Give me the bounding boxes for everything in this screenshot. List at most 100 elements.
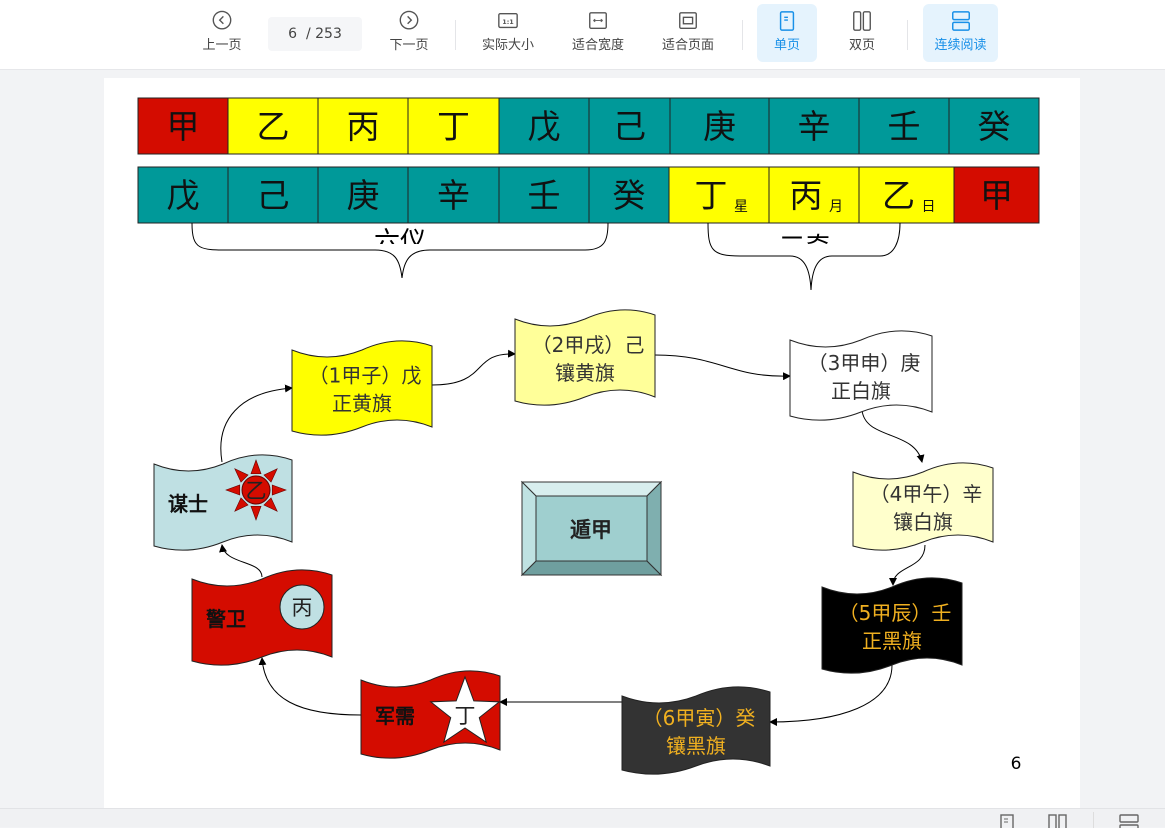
role-symbol: 乙: [246, 479, 267, 503]
cell-bg: [588, 166, 670, 224]
chevron-right-icon: [399, 10, 419, 30]
stem-char: 甲: [980, 176, 1013, 215]
cell-bg: [407, 97, 500, 155]
cell-bg: [858, 97, 950, 155]
single-page-icon: [779, 11, 795, 31]
fit-width-icon: [589, 12, 607, 30]
continuous-read-icon: [951, 11, 970, 31]
actual-size-icon: 1:1: [498, 12, 518, 29]
flow-arrow: [258, 657, 362, 716]
stem-char: 己: [257, 176, 290, 215]
cell-bg: [498, 166, 590, 224]
double-page-icon[interactable]: [1048, 814, 1068, 828]
role-flag: 警卫 丙: [191, 569, 333, 666]
cell-bg: [498, 97, 590, 155]
stem-cell: 辛: [768, 97, 860, 155]
page-input[interactable]: 6 / 253: [268, 17, 362, 51]
flag-shape: [852, 462, 994, 551]
fit-width-label: 适合宽度: [571, 38, 624, 53]
divider: [1093, 812, 1094, 828]
divider: [742, 20, 743, 50]
role-label: 警卫: [206, 607, 246, 631]
role-flag: 谋士乙: [153, 454, 293, 551]
cell-bg: [588, 97, 671, 155]
double-page-button[interactable]: 双页: [832, 4, 892, 62]
stem-char: 乙: [882, 176, 915, 215]
flow-arrow: [431, 349, 516, 386]
chevron-left-icon: [212, 10, 232, 30]
stem-char: 丙: [347, 107, 380, 146]
stem-char: 丁: [437, 107, 470, 146]
next-label: 下一页: [389, 38, 429, 53]
circle-icon: [279, 584, 325, 630]
stem-char: 戊: [528, 107, 561, 146]
role-label: 军需: [375, 704, 415, 728]
single-page-icon[interactable]: [999, 814, 1015, 828]
continuous-read-button[interactable]: 连续阅读: [923, 4, 998, 62]
prev-page-button[interactable]: 上一页: [194, 4, 250, 62]
stem-cell: 乙: [227, 97, 319, 155]
sun-icon: [225, 459, 287, 521]
single-page-button[interactable]: 单页: [757, 4, 817, 62]
stem-char: 丁: [695, 176, 728, 215]
stem-char: 辛: [437, 176, 470, 215]
stem-char: 戊: [167, 176, 200, 215]
center-label: 遁甲: [570, 518, 612, 542]
next-page-button[interactable]: 下一页: [381, 4, 437, 62]
stem-char: 壬: [888, 107, 921, 146]
cell-bg: [137, 166, 229, 224]
stem-char: 癸: [613, 176, 646, 215]
cell-bg: [669, 97, 770, 155]
svg-text:1:1: 1:1: [502, 18, 514, 26]
prev-label: 上一页: [202, 38, 242, 53]
stem-cell: 庚: [317, 166, 409, 224]
cell-bg: [948, 97, 1040, 155]
flag-subtitle: 镶白旗: [893, 510, 953, 534]
stem-cell: 癸: [588, 166, 670, 224]
flow-arrow: [769, 664, 893, 726]
role-symbol: 丙: [292, 596, 313, 620]
fit-page-button[interactable]: 适合页面: [652, 4, 724, 62]
stem-char: 辛: [798, 107, 831, 146]
cell-bg: [227, 166, 319, 224]
stem-cell: 丙: [317, 97, 409, 155]
stem-char: 庚: [703, 107, 736, 146]
flag-title: （5甲辰）壬: [839, 601, 952, 625]
flow-arrow: [220, 384, 293, 463]
stem-char: 甲: [167, 107, 200, 146]
stem-cell: 己: [227, 166, 319, 224]
flag-title: （6甲寅）癸: [643, 706, 756, 730]
cell-bg: [768, 166, 860, 224]
page-total: / 253: [305, 26, 342, 42]
cell-bg: [137, 97, 229, 155]
fit-width-button[interactable]: 适合宽度: [562, 4, 634, 62]
stem-char: 庚: [347, 176, 380, 215]
role-flag: 军需 丁: [360, 670, 501, 759]
flow-arrow: [889, 544, 926, 586]
stem-cell: 丁: [407, 97, 500, 155]
stem-cell: 戊: [137, 166, 229, 224]
stem-subscript: 日: [922, 199, 936, 215]
center-box: 遁甲: [520, 480, 663, 577]
cell-bg: [407, 166, 500, 224]
flag-shape: [821, 577, 963, 674]
flag-shape: [789, 330, 933, 421]
stem-cell: 戊: [498, 97, 590, 155]
flag-title: （2甲戌）己: [532, 333, 645, 357]
divider: [455, 20, 456, 50]
stem-cell: 甲: [953, 166, 1040, 224]
flag-shape: [514, 309, 656, 406]
flag-title: （1甲子）戊: [309, 364, 422, 388]
page-current[interactable]: 6: [288, 26, 298, 42]
stem-cell: 丙月: [768, 166, 860, 224]
continuous-read-icon[interactable]: [1118, 814, 1140, 828]
actual-size-button[interactable]: 1:1 实际大小: [472, 4, 544, 62]
stem-cell: 丁星: [668, 166, 770, 224]
role-symbol: 丁: [455, 704, 476, 728]
stem-cell: 乙日: [858, 166, 955, 224]
